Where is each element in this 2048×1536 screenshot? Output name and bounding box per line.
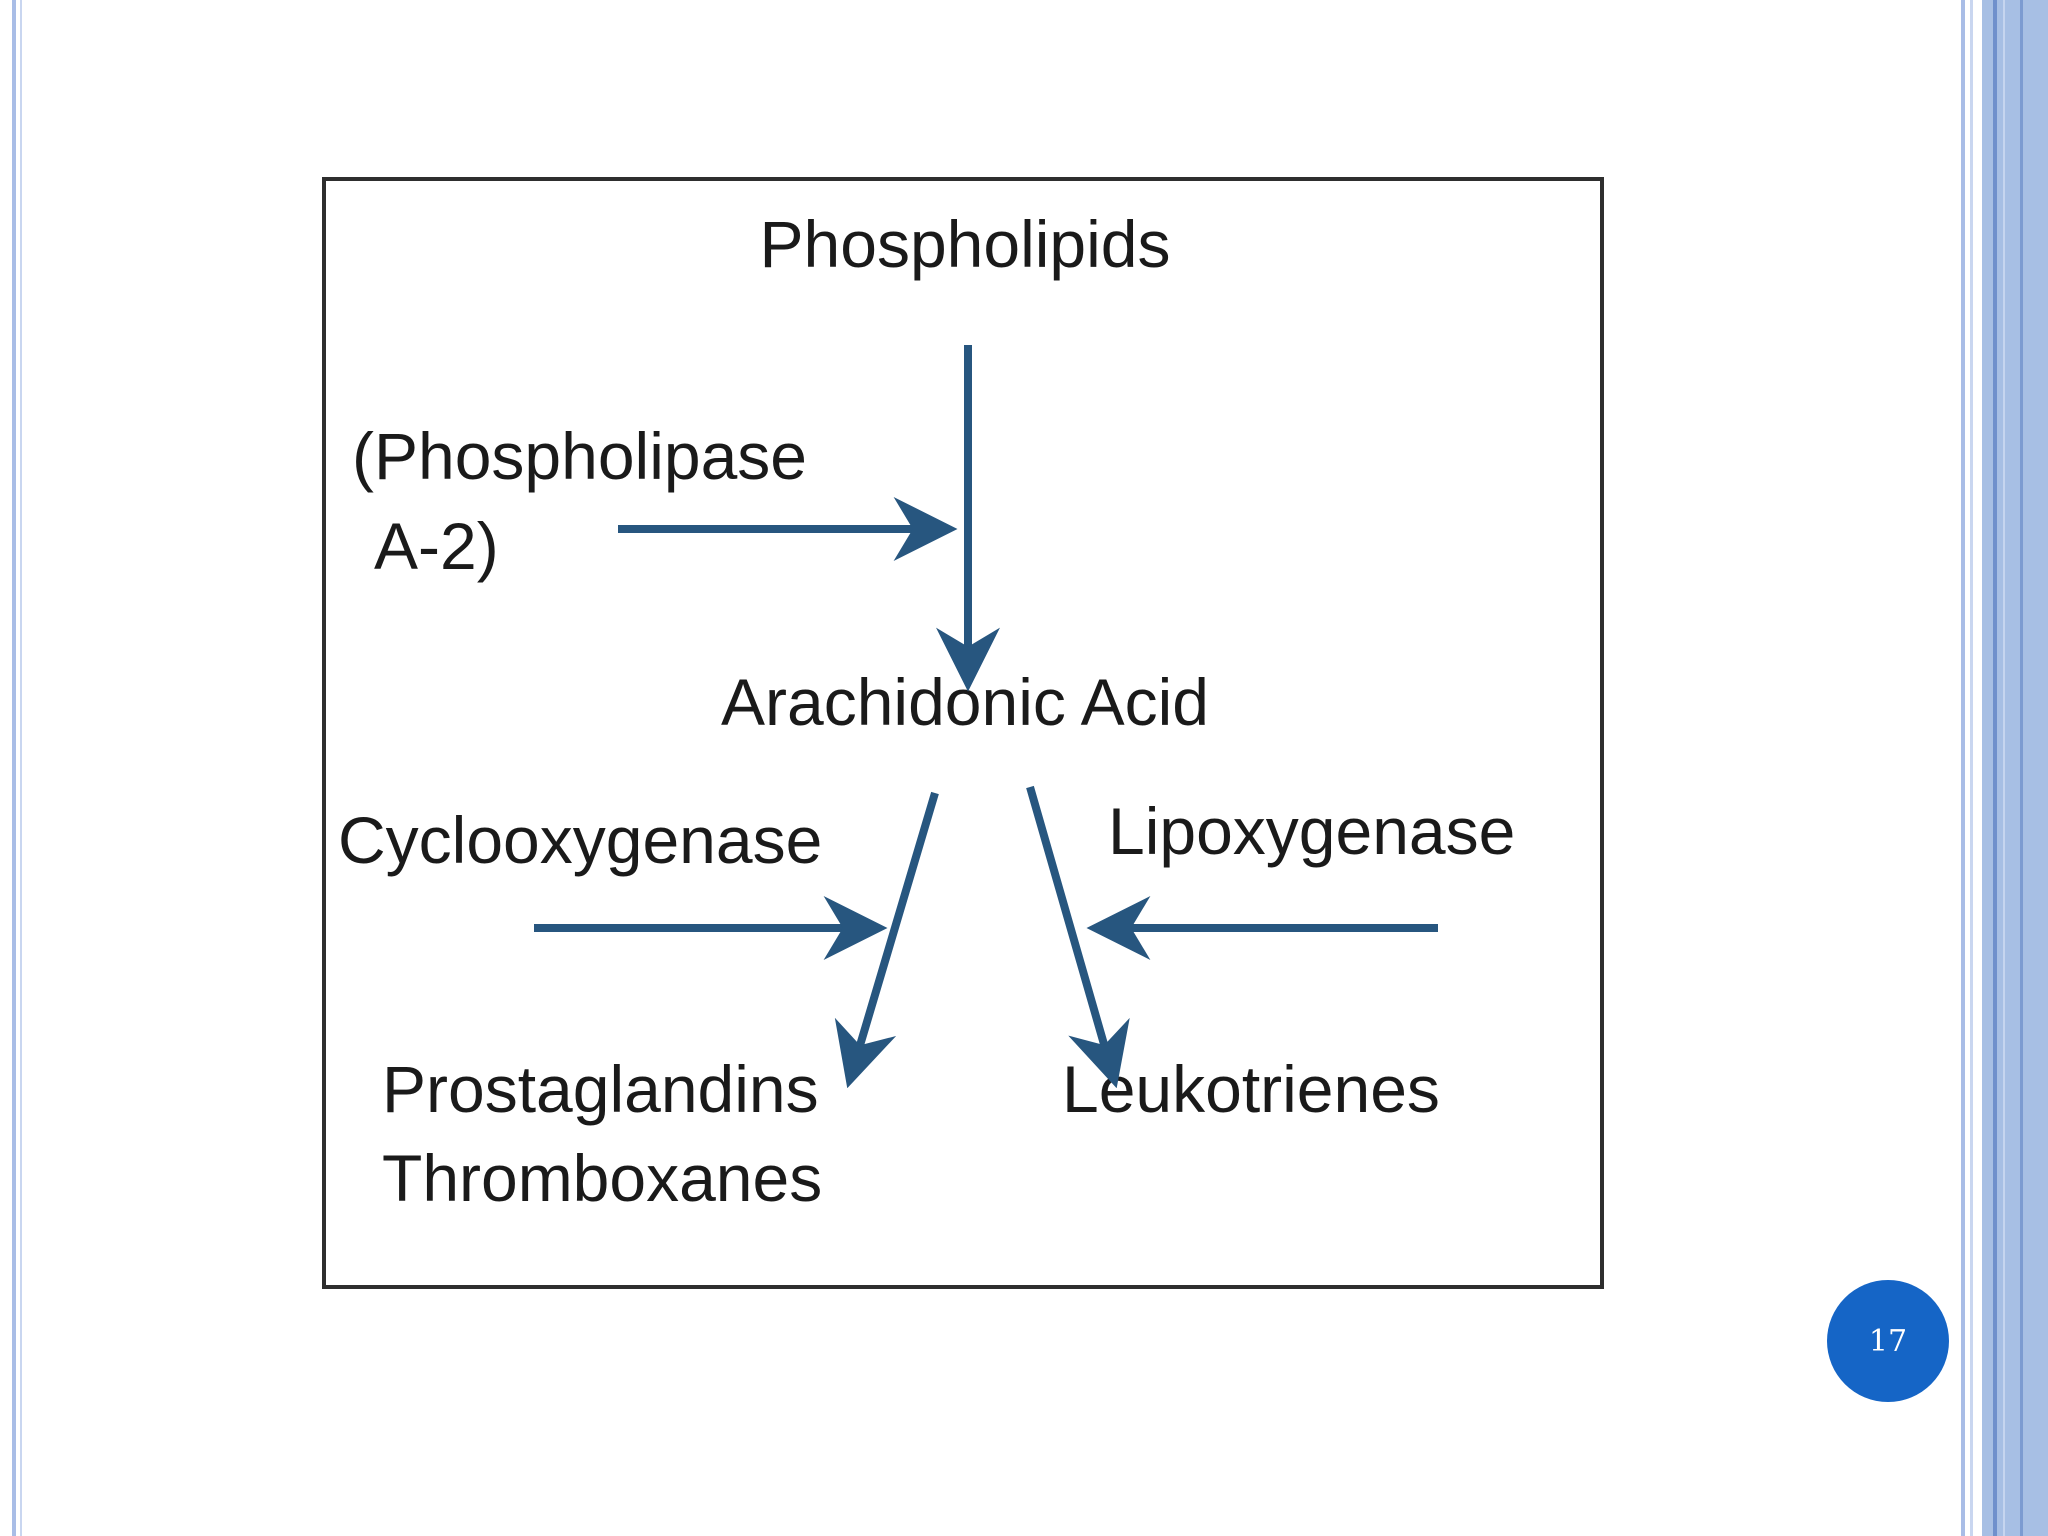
right-band-stripe xyxy=(1993,0,1997,1536)
right-border-line-thin xyxy=(1970,0,1973,1536)
right-border-line xyxy=(1961,0,1965,1536)
node-leukotrienes: Leukotrienes xyxy=(1062,1052,1440,1126)
enzyme-lipoxygenase: Lipoxygenase xyxy=(1108,794,1515,868)
left-border-line xyxy=(12,0,16,1536)
enzyme-cyclooxygenase: Cyclooxygenase xyxy=(338,803,822,877)
diagram-frame xyxy=(322,177,1604,1289)
page-number: 17 xyxy=(1868,1323,1908,1359)
node-prostaglandins: Prostaglandins xyxy=(382,1052,819,1126)
arrow-arachidonic-to-prostaglandins xyxy=(834,791,939,1089)
arrow-arachidonic-to-leukotrienes xyxy=(1026,785,1130,1089)
right-band-stripe xyxy=(2003,0,2005,1536)
arachidonic-acid-pathway-diagram: Phospholipids (Phospholipase A-2) Arachi… xyxy=(322,177,1604,1289)
right-band-stripe xyxy=(2020,0,2023,1536)
left-border-line-thin xyxy=(20,0,22,1536)
enzyme-phospholipase-line1: (Phospholipase xyxy=(352,419,807,493)
node-phospholipids: Phospholipids xyxy=(760,207,1171,281)
enzyme-phospholipase-line2: A-2) xyxy=(374,509,499,583)
page-number-badge: 17 xyxy=(1827,1280,1949,1402)
right-border-band xyxy=(1982,0,2048,1536)
node-thromboxanes: Thromboxanes xyxy=(382,1141,822,1215)
